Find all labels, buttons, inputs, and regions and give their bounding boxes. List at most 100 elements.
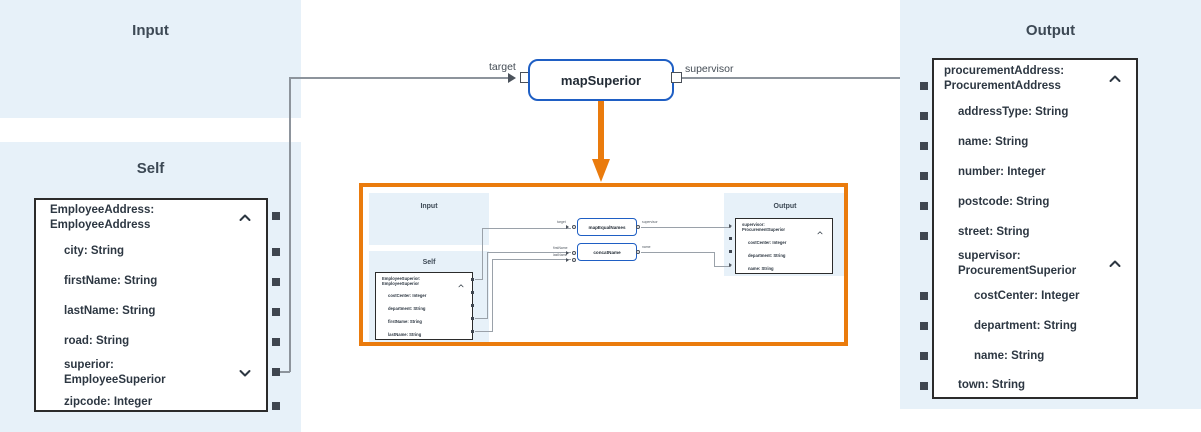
self-port-firstname[interactable] (272, 278, 280, 286)
output-port-town[interactable] (920, 382, 928, 390)
inset-node2-in-arrow-2 (566, 258, 569, 262)
output-port-department[interactable] (920, 322, 928, 330)
chevron-up-icon[interactable] (1108, 257, 1122, 271)
inset-node1-out-label: supervisor (642, 220, 658, 224)
inset-wire-firstname-h (475, 318, 488, 319)
chevron-up-icon[interactable] (817, 225, 823, 235)
output-row-department[interactable]: department: String (934, 311, 1136, 341)
inset-self-port-costcenter[interactable] (471, 291, 474, 294)
inset-output-row-name[interactable]: name: String (736, 262, 832, 275)
inset-wire-lastname-h (475, 331, 493, 332)
output-field-label: costCenter: Integer (974, 289, 1080, 302)
inset-self-field-label: department: String (388, 306, 426, 311)
inset-self-row-lastname[interactable]: lastName: String (376, 328, 472, 341)
output-row-town[interactable]: town: String (934, 371, 1136, 399)
self-row-firstname[interactable]: firstName: String (36, 266, 266, 296)
inset-output-panel-title: Output (773, 203, 797, 210)
supervisor-port-label: supervisor (685, 63, 734, 75)
output-port-number[interactable] (920, 172, 928, 180)
output-row-name[interactable]: name: String (934, 127, 1136, 157)
output-port-supervisor-name[interactable] (920, 352, 928, 360)
inset-concat-name-node[interactable]: concatName (577, 243, 637, 261)
self-row-city[interactable]: city: String (36, 236, 266, 266)
output-field-label: name: String (958, 135, 1029, 148)
inset-output-port-costcenter[interactable] (729, 237, 732, 240)
inset-wire-lastname-h2 (492, 259, 571, 260)
output-row-costcenter[interactable]: costCenter: Integer (934, 281, 1136, 311)
self-node-box[interactable]: EmployeeAddress: EmployeeAddress city: S… (34, 198, 268, 412)
inset-node2-in-port-1[interactable] (572, 251, 576, 255)
output-row-street[interactable]: street: String (934, 217, 1136, 247)
inset-self-port-header[interactable] (471, 278, 474, 281)
output-row-addresstype[interactable]: addressType: String (934, 97, 1136, 127)
self-row-superior[interactable]: superior: EmployeeSuperior (36, 356, 266, 389)
chevron-up-icon[interactable] (1108, 72, 1122, 86)
inset-self-node-box[interactable]: EmployeeSuperior: EmployeeSuperior costC… (375, 272, 473, 340)
inset-map-equal-names-node[interactable]: mapEqualNames (577, 218, 637, 236)
supervisor-port[interactable] (671, 72, 682, 83)
target-port-label: target (489, 61, 516, 73)
output-port-header[interactable] (920, 82, 928, 90)
detail-inset[interactable]: Input Self Output EmployeeSuperior: Empl… (359, 183, 848, 346)
output-node-box[interactable]: procurementAddress: ProcurementAddress a… (932, 58, 1138, 399)
self-header-label: EmployeeAddress: EmployeeAddress (50, 204, 155, 231)
self-port-city[interactable] (272, 248, 280, 256)
inset-wire-header-v (482, 228, 483, 280)
output-row-supervisor[interactable]: supervisor: ProcurementSuperior (934, 247, 1136, 281)
wire-superior-h2 (289, 77, 511, 79)
inset-self-field-label: lastName: String (388, 332, 422, 337)
self-row-header[interactable]: EmployeeAddress: EmployeeAddress (36, 200, 266, 236)
inset-output-node-box[interactable]: supervisor: ProcurementSuperior costCent… (735, 218, 833, 274)
inset-self-port-department[interactable] (471, 304, 474, 307)
inset-self-port-lastname[interactable] (471, 330, 474, 333)
inset-self-port-firstname[interactable] (471, 317, 474, 320)
inset-output-field-label: name: String (748, 266, 774, 271)
inset-output-row-costcenter[interactable]: costCenter: Integer (736, 236, 832, 249)
output-port-street[interactable] (920, 232, 928, 240)
self-field-label: city: String (64, 244, 125, 257)
output-port-addresstype[interactable] (920, 112, 928, 120)
inset-output-header-label: supervisor: ProcurementSuperior (742, 222, 786, 233)
output-field-label: postcode: String (958, 195, 1050, 208)
inset-node2-in-port-2[interactable] (572, 258, 576, 262)
output-row-number[interactable]: number: Integer (934, 157, 1136, 187)
inset-node1-in-arrow (566, 225, 569, 229)
inset-self-row-costcenter[interactable]: costCenter: Integer (376, 289, 472, 302)
self-field-label: superior: EmployeeSuperior (64, 358, 166, 386)
inset-self-row-department[interactable]: department: String (376, 302, 472, 315)
chevron-up-icon[interactable] (458, 278, 464, 288)
inset-node2-out-port[interactable] (636, 250, 640, 254)
self-field-label: road: String (64, 334, 130, 347)
inset-self-row-firstname[interactable]: firstName: String (376, 315, 472, 328)
inset-self-row-header[interactable]: EmployeeSuperior: EmployeeSuperior (376, 273, 472, 289)
inset-output-field-label: costCenter: Integer (748, 240, 787, 245)
inset-node1-in-label: target (557, 220, 566, 224)
self-port-zipcode[interactable] (272, 402, 280, 410)
output-port-postcode[interactable] (920, 202, 928, 210)
inset-output-row-header[interactable]: supervisor: ProcurementSuperior (736, 219, 832, 236)
chevron-up-icon[interactable] (238, 211, 252, 225)
chevron-down-icon[interactable] (238, 366, 252, 380)
output-row-supervisor-name[interactable]: name: String (934, 341, 1136, 371)
output-port-costcenter[interactable] (920, 292, 928, 300)
self-port-superior[interactable] (272, 368, 280, 376)
self-row-zipcode[interactable]: zipcode: Integer (36, 389, 266, 415)
output-header-label: procurementAddress: ProcurementAddress (944, 64, 1065, 92)
self-port-header[interactable] (272, 212, 280, 220)
output-field-label: addressType: String (958, 105, 1069, 118)
output-row-header[interactable]: procurementAddress: ProcurementAddress (934, 60, 1136, 97)
inset-node1-in-port[interactable] (572, 225, 576, 229)
inset-node1-out-port[interactable] (636, 225, 640, 229)
map-superior-node[interactable]: mapSuperior (528, 59, 674, 101)
self-port-road[interactable] (272, 338, 280, 346)
inset-output-row-department[interactable]: department: String (736, 249, 832, 262)
inset-wire-header-h (475, 279, 483, 280)
output-field-label: name: String (974, 349, 1045, 362)
self-row-lastname[interactable]: lastName: String (36, 296, 266, 326)
self-port-lastname[interactable] (272, 308, 280, 316)
inset-output-port-department[interactable] (729, 250, 732, 253)
self-row-road[interactable]: road: String (36, 326, 266, 356)
inset-output-field-label: department: String (748, 253, 786, 258)
output-row-postcode[interactable]: postcode: String (934, 187, 1136, 217)
output-port-name[interactable] (920, 142, 928, 150)
